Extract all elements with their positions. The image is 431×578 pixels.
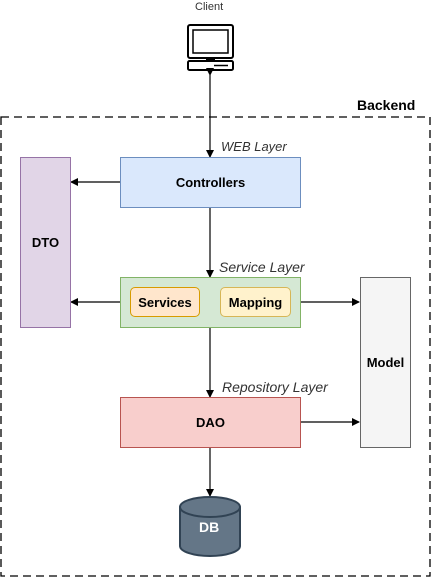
web-layer-label: WEB Layer: [221, 139, 287, 154]
backend-label: Backend: [357, 97, 416, 113]
services-box: Services: [130, 287, 200, 317]
model-box: Model: [360, 277, 411, 448]
dto-box: DTO: [20, 157, 71, 328]
service-layer-label: Service Layer: [219, 259, 305, 275]
db-cylinder-shape: [179, 496, 241, 557]
client-label: Client: [195, 1, 224, 13]
mapping-box: Mapping: [220, 287, 291, 317]
backend-boundary: [0, 116, 431, 577]
db-label: DB: [199, 519, 220, 535]
dao-box: DAO: [120, 397, 301, 448]
repository-layer-label: Repository Layer: [222, 379, 328, 395]
computer-monitor-icon: [187, 24, 234, 71]
controllers-box: Controllers: [120, 157, 301, 208]
